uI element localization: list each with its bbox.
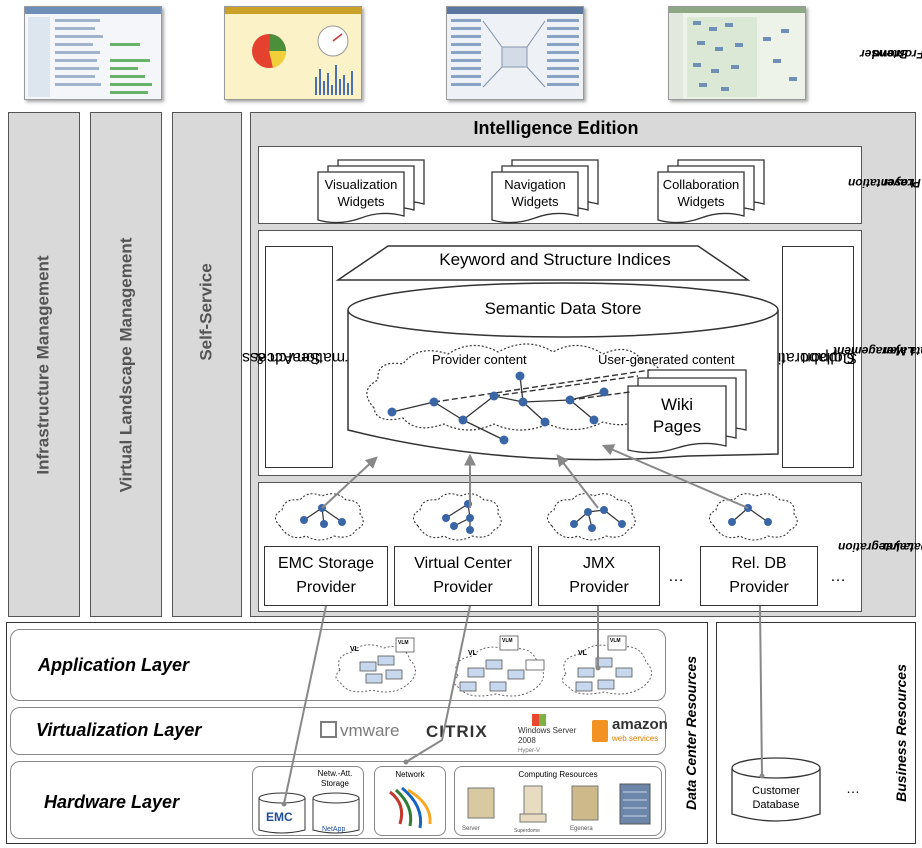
- semantic-store-label: Semantic Data Store: [484, 299, 642, 318]
- virtual-landscape-management-column: [90, 112, 162, 617]
- virtual-landscape-management-label: Virtual Landscape Management: [116, 237, 136, 492]
- search-access-box: [265, 246, 333, 468]
- vlm-tag-2: VLM: [502, 638, 513, 644]
- computing-resources-label: Computing Resources: [518, 770, 598, 779]
- server-icons: [467, 783, 651, 825]
- infrastructure-management-column: [8, 112, 80, 617]
- superdome-label: Superdome: [514, 828, 540, 834]
- emc-storage-provider-line2: Provider: [296, 579, 356, 596]
- vl-tag-2: VL: [468, 650, 477, 657]
- virtualization-layer-row: [10, 707, 666, 755]
- emc-logo: EMC: [266, 810, 293, 824]
- screenshot-navigation: [446, 6, 584, 100]
- screenshot-infrastructure: [24, 6, 162, 100]
- application-layer-label: Application Layer: [38, 655, 190, 675]
- data-center-resources-label: Data Center Resources: [683, 655, 699, 811]
- jmx-provider: JMX Provider: [538, 546, 660, 606]
- jmx-provider-line2: Provider: [569, 579, 629, 596]
- provider-content-label: Provider content: [432, 352, 527, 367]
- self-service-label: Self-Service: [197, 263, 216, 361]
- vlm-tag-1: VLM: [398, 640, 409, 646]
- netapp-logo: NetApp: [322, 826, 346, 833]
- vl-tag-3: VL: [578, 650, 587, 657]
- emc-storage-provider-line1: EMC Storage: [277, 555, 375, 572]
- vmware-logo: vmware: [320, 721, 400, 741]
- rel-db-provider-line2: Provider: [729, 579, 789, 596]
- virtual-center-provider-line1: Virtual Center: [414, 555, 512, 572]
- vl-tag-1: VL: [350, 646, 359, 653]
- server-label: Server: [462, 826, 480, 832]
- provider-ellipsis-1: …: [668, 568, 684, 585]
- infrastructure-management-label: Infrastructure Management: [34, 254, 54, 475]
- semantic-store-graphic: [335, 245, 779, 461]
- egenera-label: Egenera: [570, 826, 593, 832]
- nas-storage-label: Netw.-Att.Storage: [317, 769, 353, 788]
- provider-ellipsis-2: …: [830, 568, 846, 585]
- widget-stacks: [317, 159, 765, 224]
- virtualization-layer-label: Virtualization Layer: [36, 720, 202, 740]
- network-cables-icon: [389, 786, 432, 829]
- intelligence-edition-title: Intelligence Edition: [473, 118, 639, 138]
- hardware-layer-label: Hardware Layer: [44, 792, 180, 812]
- vlm-tag-3: VLM: [610, 638, 621, 644]
- collaboration-support-box: [782, 246, 854, 468]
- virtual-center-provider-line2: Provider: [433, 579, 493, 596]
- application-layer-row: [10, 629, 666, 701]
- network-label: Network: [395, 770, 425, 779]
- screenshot-graph: [668, 6, 806, 100]
- rel-db-provider: Rel. DB Provider: [700, 546, 818, 606]
- business-ellipsis: …: [846, 780, 860, 796]
- self-service-column: [172, 112, 242, 617]
- virtual-landscapes: [335, 635, 652, 697]
- windows-server-logo: Windows Server 2008 Hyper-V: [518, 714, 586, 756]
- citrix-logo: CITRIX: [426, 722, 488, 741]
- business-resources-label: Business Resources: [893, 664, 910, 802]
- jmx-provider-line1: JMX: [583, 555, 615, 572]
- indices-label: Keyword and Structure Indices: [439, 250, 671, 269]
- rel-db-provider-line1: Rel. DB: [731, 555, 787, 572]
- customer-database-cylinder: [731, 757, 821, 822]
- user-content-label: User-generated content: [598, 352, 735, 367]
- screenshot-dashboard: [224, 6, 362, 100]
